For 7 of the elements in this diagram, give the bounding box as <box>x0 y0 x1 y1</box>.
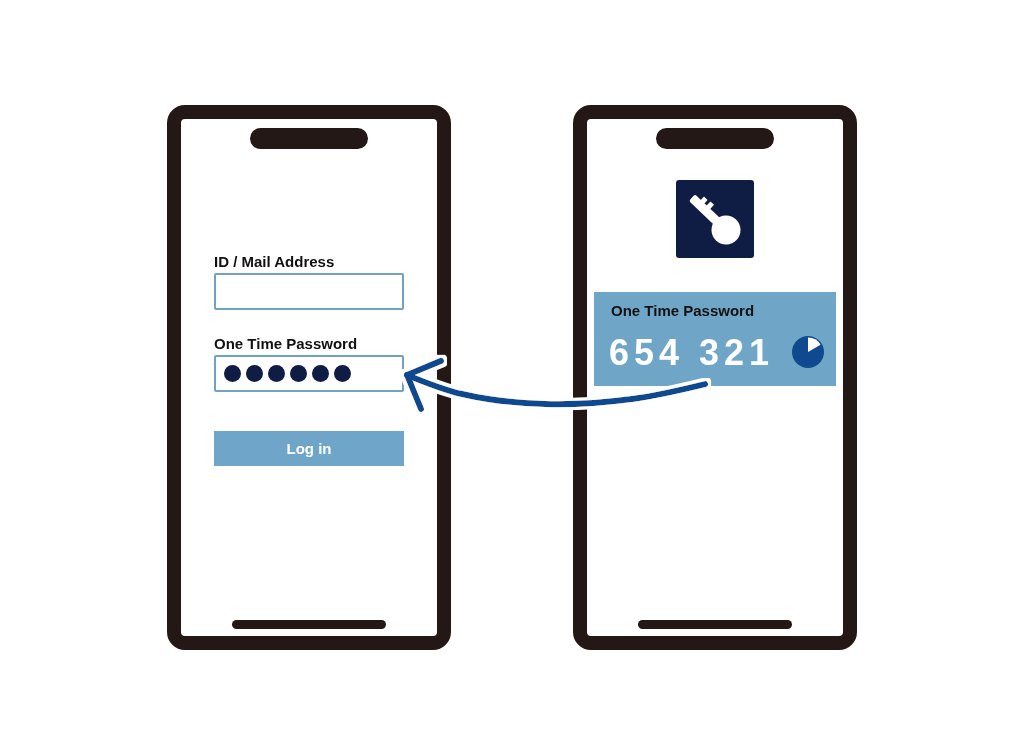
otp-code: 654 321 <box>609 335 775 371</box>
otp-panel <box>594 292 836 386</box>
login-button: Log in <box>214 431 404 466</box>
panel-heading: One Time Password <box>611 302 755 320</box>
curved-arrow <box>404 357 709 412</box>
field-label: ID / Mail Address <box>214 253 335 271</box>
field-label: One Time Password <box>214 335 358 353</box>
